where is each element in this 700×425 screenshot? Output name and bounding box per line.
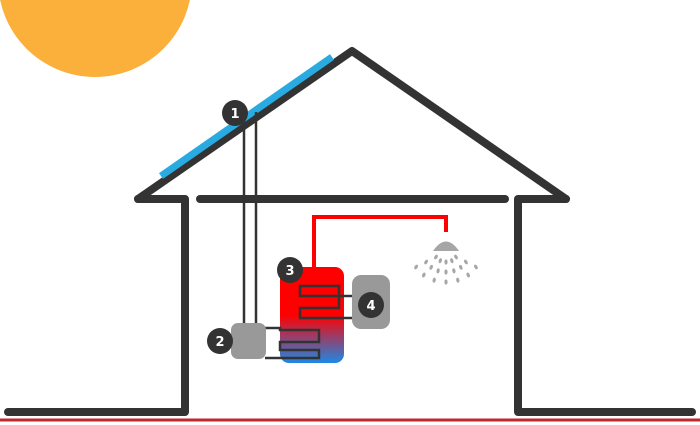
water-drop [422,272,426,278]
water-drop [424,259,429,265]
water-drop [452,268,456,274]
house-outline [4,47,696,416]
water-drop [444,279,448,285]
storage-tank [280,267,344,363]
marker-3: 3 [277,257,303,283]
water-drop [473,264,478,270]
marker-1-badge [222,100,248,126]
left-wall [4,195,189,416]
marker-2-badge [207,328,233,354]
roof-line [134,47,570,203]
collector-pipes [242,112,258,324]
shower-head-icon [414,241,478,285]
water-drop [444,259,448,265]
upper-coil [298,284,352,320]
water-drop [436,268,440,274]
water-drop [438,258,443,264]
water-drop [444,269,448,275]
marker-1: 1 [222,100,248,126]
water-drop [429,264,433,270]
water-drop [466,272,470,278]
water-drop [434,254,438,260]
marker-2: 2 [207,328,233,354]
hot-water-pipe [312,215,448,268]
marker-3-badge [277,257,303,283]
water-drop [456,277,460,283]
water-drop [463,259,468,265]
water-drop [454,254,458,260]
marker-3-label: 3 [285,264,294,279]
marker-4-badge [358,292,384,318]
shower-water-drops [414,254,478,285]
marker-2-label: 2 [215,335,224,350]
lower-coil [265,326,321,360]
water-drop [414,264,419,270]
heat-exchanger-coils [265,284,352,360]
pump-station [231,323,266,359]
water-drop [432,277,436,283]
marker-1-label: 1 [230,107,239,122]
sun-icon [0,0,190,77]
water-drop [450,258,454,264]
right-wall [514,195,696,416]
marker-4-label: 4 [366,299,375,314]
marker-4: 4 [358,292,384,318]
water-drop [459,264,463,270]
shower-head-cap [433,241,459,251]
